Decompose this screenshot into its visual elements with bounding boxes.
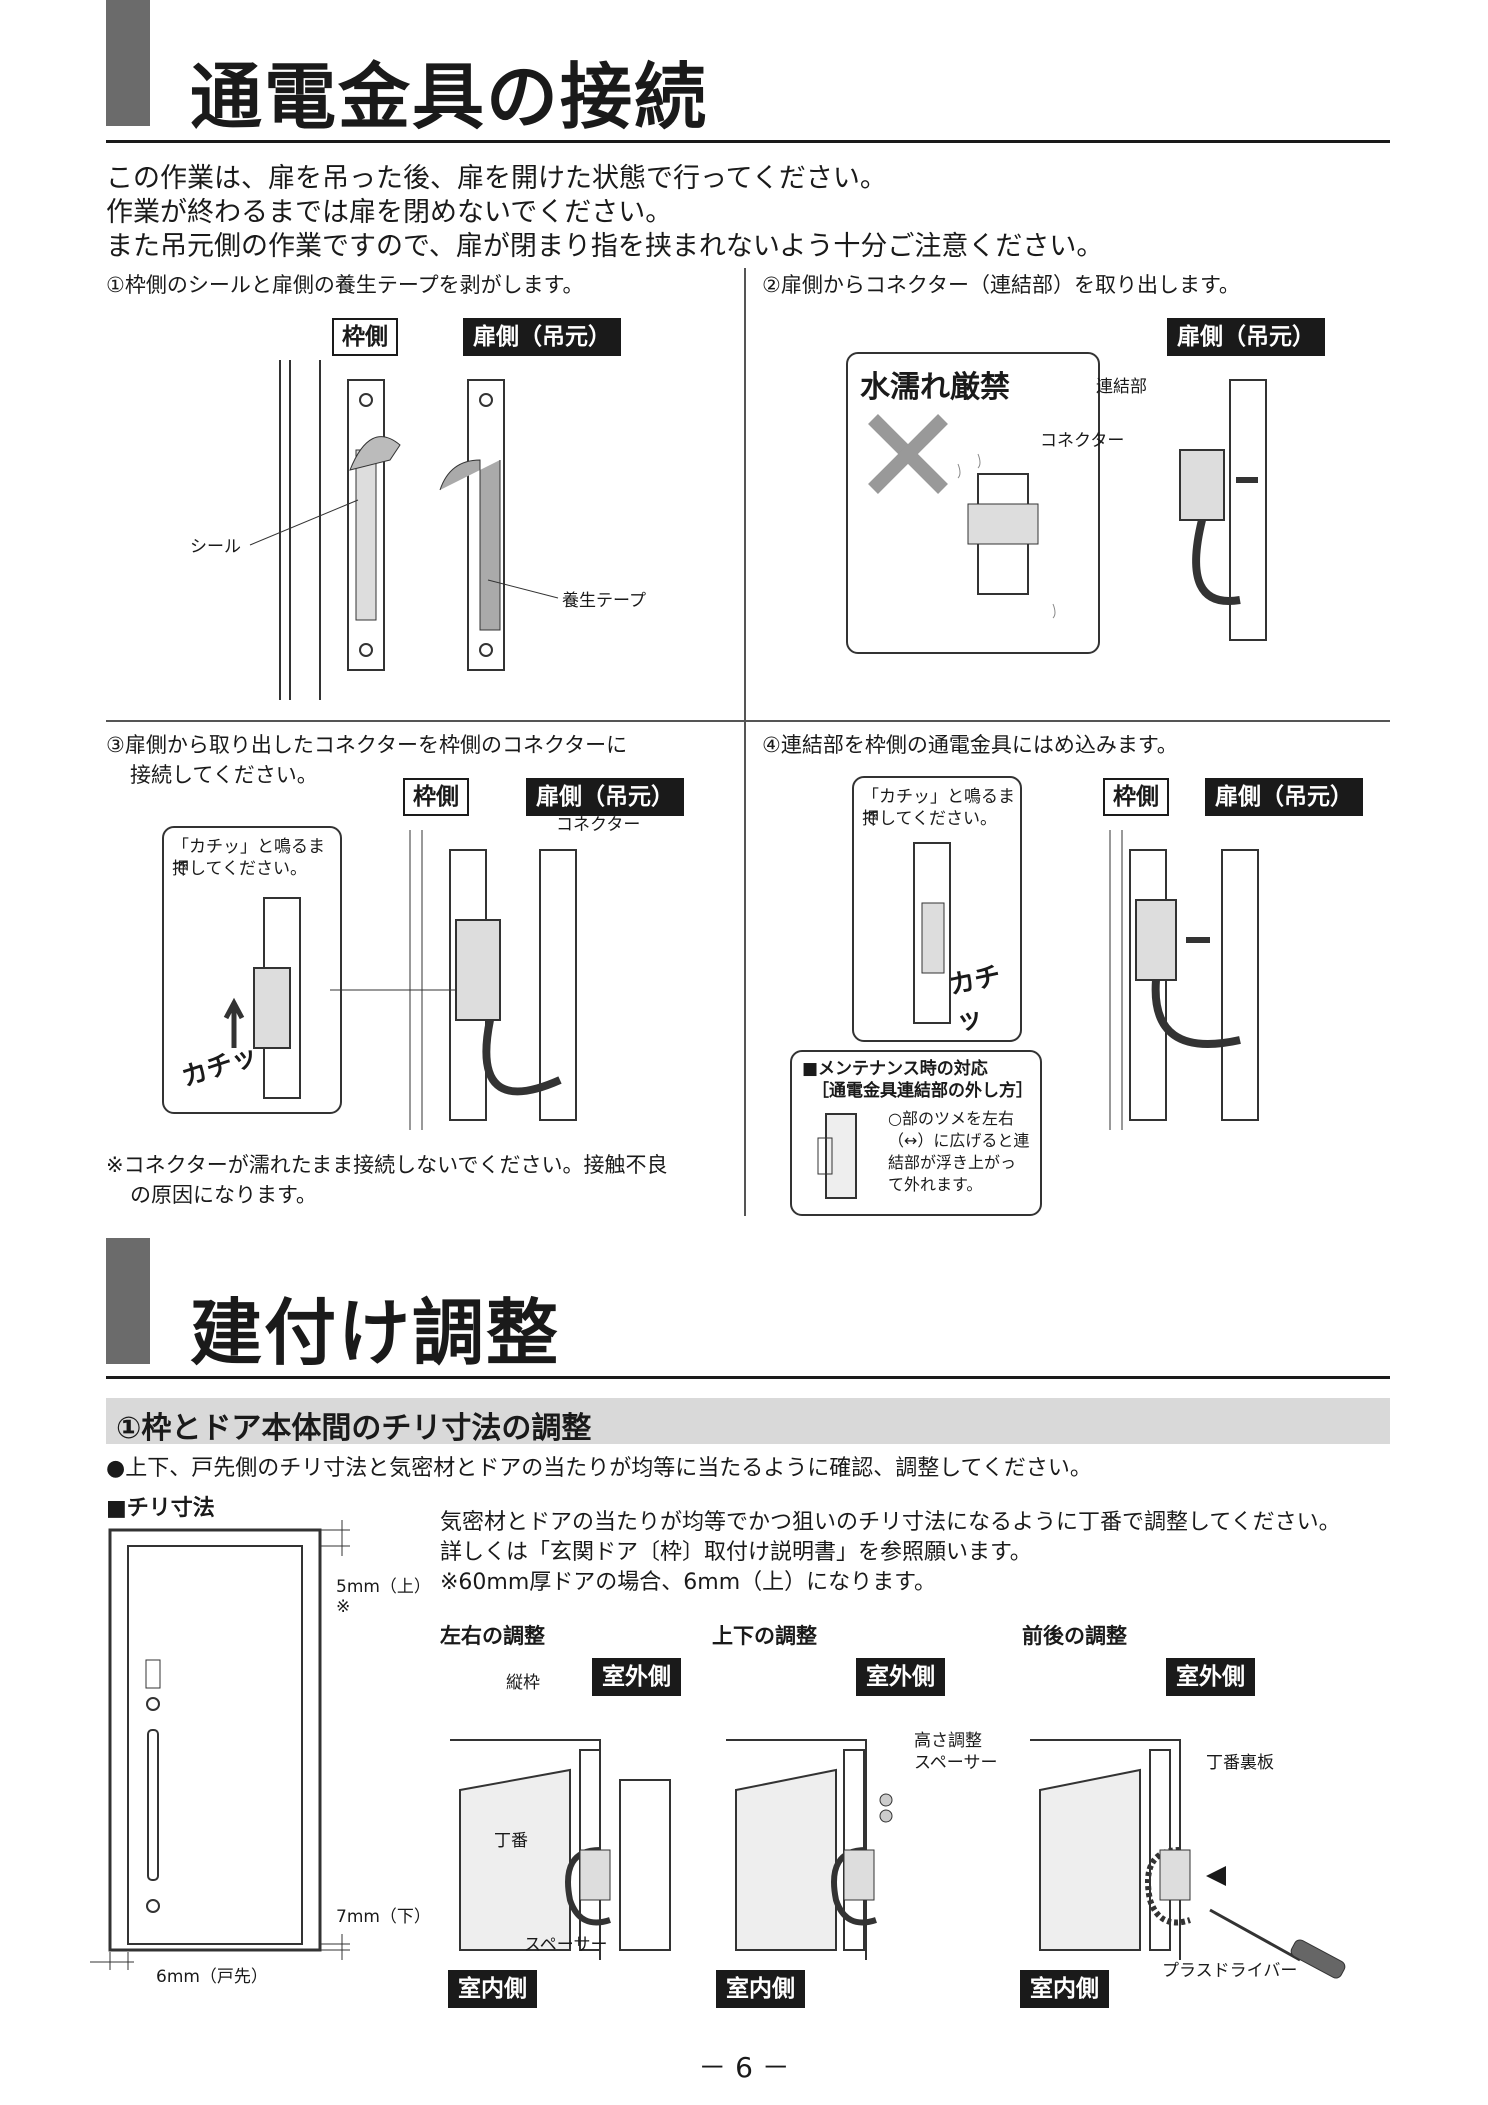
step3-line: 接続してください。	[130, 763, 318, 787]
adjust-fb-title: 前後の調整	[1022, 1624, 1127, 1648]
wet-connector-illustration	[957, 453, 1056, 619]
click-callout: 「カチッ」と鳴るまで 押してください。 カチッ	[852, 776, 1022, 1042]
dim-side: 6mm（戸先）	[156, 1967, 268, 1987]
intro-line: この作業は、扉を吊った後、扉を開けた状態で行ってください。	[106, 163, 887, 194]
label-hinge-backplate: 丁番裏板	[1206, 1753, 1274, 1773]
note-line: の原因になります。	[130, 1183, 317, 1207]
maintenance-line: ○部のツメを左右	[888, 1109, 1014, 1128]
step3-text: ③扉側から取り出したコネクターを枠側のコネクターに 接続してください。	[106, 730, 627, 790]
label-height-adjust: 高さ調整	[914, 1731, 982, 1751]
step3-line: ③扉側から取り出したコネクターを枠側のコネクターに	[106, 733, 628, 757]
click-callout: 「カチッ」と鳴るまで 押してください。 カチッ	[162, 826, 342, 1114]
maintenance-text: ○部のツメを左右 （↔）に広げると連 結部が浮き上がっ て外れます。	[888, 1108, 1029, 1196]
label-seal: シール	[190, 537, 241, 557]
section-marker-bar	[106, 0, 150, 126]
adjust-ud-illustration	[726, 1739, 893, 1960]
maintenance-line: て外れます。	[888, 1175, 983, 1194]
tag-frame-side: 枠側	[332, 318, 398, 356]
step2-text: ②扉側からコネクター（連結部）を取り出します。	[762, 273, 1240, 297]
callout-line: 「カチッ」と鳴るまで	[862, 787, 1015, 829]
description-line: 詳しくは「玄関ドア〔枠〕取付け説明書」を参照願います。	[440, 1540, 1032, 1565]
label-vertical-frame: 縦枠	[506, 1673, 540, 1693]
maintenance-subtitle: ［通電金具連結部の外し方］	[812, 1081, 1033, 1101]
maintenance-box: ■メンテナンス時の対応 ［通電金具連結部の外し方］ ○部のツメを左右 （↔）に広…	[790, 1050, 1042, 1216]
panel-divider-vertical	[744, 268, 746, 1216]
intro-line: また吊元側の作業ですので、扉が閉まり指を挟まれないよう十分ご注意ください。	[106, 231, 1104, 262]
maintenance-line: 結部が浮き上がっ	[888, 1153, 1017, 1172]
maintenance-title: ■メンテナンス時の対応	[802, 1059, 988, 1079]
door-elevation	[90, 1520, 350, 1970]
tag-door-side: 扉側（吊元）	[1205, 778, 1363, 816]
label-spacer: スペーサー	[524, 1935, 608, 1955]
warning-callout: 水濡れ厳禁	[846, 352, 1100, 654]
sub-heading-bar: ①枠とドア本体間のチリ寸法の調整	[106, 1398, 1390, 1446]
adjust-lr-illustration	[450, 1739, 671, 1960]
tag-outside: 室外側	[592, 1658, 681, 1696]
callout-line: 「カチッ」と鳴るまで	[172, 837, 325, 879]
step3-note: ※コネクターが濡れたまま接続しないでください。接触不良 の原因になります。	[106, 1150, 668, 1210]
description-line: 気密材とドアの当たりが均等でかつ狙いのチリ寸法になるように丁番で調整してください…	[440, 1510, 1341, 1535]
label-link: 連結部	[1096, 377, 1147, 397]
intro-text: この作業は、扉を吊った後、扉を開けた状態で行ってください。 作業が終わるまでは扉…	[106, 162, 1103, 264]
maintenance-detail	[817, 1113, 857, 1199]
tag-frame-side: 枠側	[1103, 778, 1169, 816]
note-line: ※コネクターが濡れたまま接続しないでください。接触不良	[106, 1153, 668, 1177]
label-connector: コネクター	[556, 815, 641, 835]
dim-top-note: ※	[336, 1597, 351, 1617]
label-spacer: スペーサー	[914, 1753, 998, 1773]
prohibit-cross-icon	[868, 414, 948, 494]
adjust-lr-title: 左右の調整	[440, 1624, 545, 1648]
step1-illustration	[249, 360, 559, 700]
section-rule	[106, 1376, 1390, 1379]
description: 気密材とドアの当たりが均等でかつ狙いのチリ寸法になるように丁番で調整してください…	[440, 1508, 1341, 1598]
dim-bottom: 7mm（下）	[336, 1907, 431, 1927]
callout-line: 押してください。	[862, 809, 997, 829]
section-marker-bar	[106, 1238, 150, 1364]
step3-illustration	[330, 830, 577, 1130]
tag-inside: 室内側	[716, 1970, 805, 2008]
panel-divider-horizontal	[106, 720, 1390, 722]
tag-door-side: 扉側（吊元）	[463, 318, 621, 356]
description-line: ※60mm厚ドアの場合、6mm（上）になります。	[440, 1570, 936, 1595]
sub-heading: ①枠とドア本体間のチリ寸法の調整	[116, 1411, 592, 1446]
label-hinge: 丁番	[494, 1831, 528, 1851]
tag-outside: 室外側	[856, 1658, 945, 1696]
frame-plate-detail	[913, 842, 951, 1024]
label-screwdriver: プラスドライバー	[1162, 1961, 1298, 1981]
tag-outside: 室外側	[1166, 1658, 1255, 1696]
bullet-text: ●上下、戸先側のチリ寸法と気密材とドアの当たりが均等に当たるように確認、調整して…	[106, 1456, 1092, 1481]
adjust-ud-title: 上下の調整	[712, 1624, 817, 1648]
label-tape: 養生テープ	[562, 591, 646, 611]
tag-door-side: 扉側（吊元）	[1167, 318, 1325, 356]
step2-illustration	[1179, 379, 1267, 641]
connector-detail	[223, 897, 301, 1099]
chiri-label: ■チリ寸法	[106, 1496, 215, 1521]
tag-frame-side: 枠側	[403, 778, 469, 816]
section-title: 建付け調整	[190, 1291, 561, 1375]
dim-top: 5mm（上）	[336, 1577, 431, 1597]
step4-text: ④連結部を枠側の通電金具にはめ込みます。	[762, 733, 1178, 757]
section-rule	[106, 140, 1390, 143]
page-number: － 6 －	[698, 2051, 790, 2084]
adjust-fb-illustration	[1030, 1739, 1346, 1979]
intro-line: 作業が終わるまでは扉を閉めないでください。	[106, 197, 673, 228]
step4-illustration	[1109, 830, 1259, 1130]
section-title: 通電金具の接続	[190, 55, 709, 139]
callout-line: 押してください。	[172, 859, 307, 879]
tag-inside: 室内側	[448, 1970, 537, 2008]
tag-door-side: 扉側（吊元）	[526, 778, 684, 816]
step1-text: ①枠側のシールと扉側の養生テープを剥がします。	[106, 273, 584, 297]
label-connector: コネクター	[1040, 431, 1125, 451]
tag-inside: 室内側	[1020, 1970, 1109, 2008]
maintenance-line: （↔）に広げると連	[888, 1131, 1030, 1150]
warning-title: 水濡れ厳禁	[860, 370, 1010, 405]
